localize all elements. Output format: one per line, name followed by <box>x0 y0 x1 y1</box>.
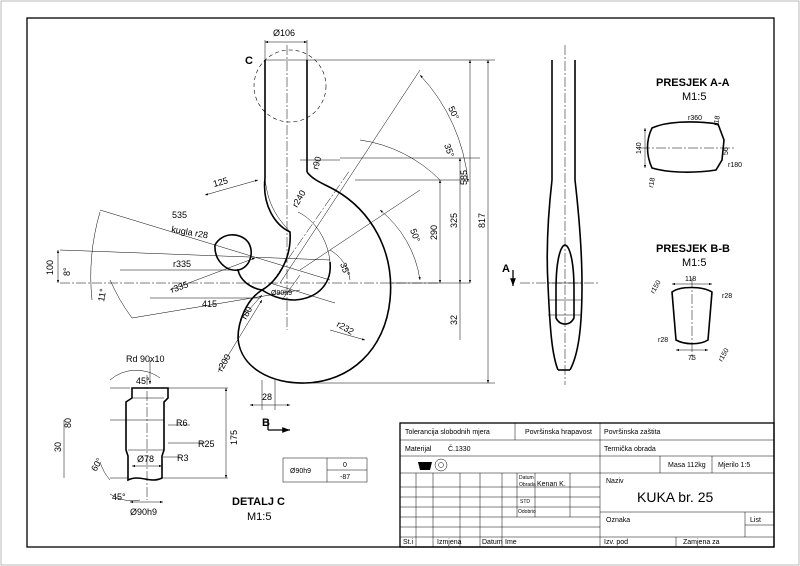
dim-r335a: r335 <box>173 259 191 269</box>
tb-izmjena: Izmjena <box>437 539 462 546</box>
angle-8: 8° <box>62 267 72 276</box>
tb-materijal-label: Materijal <box>405 446 432 453</box>
detail-c-circle <box>253 49 327 123</box>
detail-r3: R3 <box>177 453 189 463</box>
detail-dim-175: 175 <box>229 430 239 445</box>
angle-11: 11° <box>96 287 108 302</box>
dim-290: 290 <box>429 225 439 240</box>
aa-dim-r360: r360 <box>688 115 702 122</box>
detail-r25: R25 <box>198 439 215 449</box>
detail-dim-30: 30 <box>53 442 63 452</box>
section-bb-scale: M1:5 <box>682 257 706 269</box>
section-bb-title: PRESJEK B-B <box>656 243 730 255</box>
aa-dim-r18b: r18 <box>648 177 657 188</box>
detail-r6: R6 <box>176 418 188 428</box>
aa-dim-140: 140 <box>636 142 643 154</box>
aa-dim-r180: r180 <box>728 162 742 169</box>
tb-masa: Masa 112kg <box>668 462 706 469</box>
section-aa: PRESJEK A-A M1:5 140 r360 r18 56 r180 r1… <box>636 77 742 188</box>
section-aa-scale: M1:5 <box>682 91 706 103</box>
dim-32: 32 <box>449 315 459 325</box>
detail-d78: Ø78 <box>137 454 154 464</box>
bb-dim-r28a: r28 <box>722 293 732 300</box>
detail-c: Rd 90x10 45° R6 R25 R3 Ø78 60° 45° Ø90h9… <box>53 354 285 523</box>
tol-lower: -87 <box>340 474 350 481</box>
tb-materijal-value: Č.1330 <box>448 444 471 453</box>
tb-termicka: Termička obrada <box>604 446 656 453</box>
tb-st-i: St.i <box>403 539 414 546</box>
bb-dim-118: 118 <box>685 276 696 283</box>
tb-naziv: Naziv <box>606 478 624 485</box>
angle-35a: 35° <box>442 142 456 159</box>
tb-zamjena: Zamjena za <box>683 539 720 546</box>
tb-odobrio: Odobrio <box>518 509 536 515</box>
dim-535: 535 <box>172 210 187 220</box>
detail-c-scale: M1:5 <box>247 511 271 523</box>
tb-datum2: Datum <box>482 539 503 546</box>
tol-fit: Ø90h9 <box>290 468 311 475</box>
tb-datum: Datum <box>519 475 534 481</box>
dim-100: 100 <box>45 260 55 275</box>
dim-125: 125 <box>212 175 229 189</box>
hook-side-view: A <box>502 45 600 385</box>
bb-dim-75: 75 <box>688 355 696 362</box>
tb-std: STD <box>520 499 530 505</box>
view-b-label: B <box>262 417 270 429</box>
aa-dim-r18a: r18 <box>713 115 722 126</box>
tb-list: List <box>750 517 761 524</box>
dim-817: 817 <box>477 213 487 228</box>
tb-obrada: Obrada <box>519 482 536 488</box>
angle-50b: 50° <box>408 227 422 244</box>
tb-zastita: Površinska zaštita <box>604 429 661 436</box>
detail-angle-45b: 45° <box>112 492 126 502</box>
tb-oznaka: Oznaka <box>606 517 630 524</box>
detail-c-title: DETALJ C <box>232 496 285 508</box>
dim-585: 585 <box>459 170 469 185</box>
tb-author: Kenan K. <box>537 481 566 488</box>
angle-35b: 35° <box>338 261 352 278</box>
dim-325: 325 <box>449 213 459 228</box>
tolerance-table: Ø90h9 0 -87 <box>282 457 368 483</box>
tb-mjerilo: Mjerilo 1:5 <box>718 462 750 469</box>
detail-rd-90x10: Rd 90x10 <box>126 354 165 364</box>
tb-ime: Ime <box>505 539 517 546</box>
dim-28: 28 <box>262 392 272 402</box>
aa-dim-56: 56 <box>723 147 730 155</box>
dim-415: 415 <box>202 299 217 309</box>
tb-hrapavost: Površinska hrapavost <box>525 429 592 436</box>
view-a-label: A <box>502 263 510 275</box>
detail-angle-45a: 45° <box>136 376 150 386</box>
detail-d90h9: Ø90h9 <box>130 507 157 517</box>
tb-part-name: KUKA br. 25 <box>637 489 713 505</box>
dim-d90h9-hook: Ø90h9 <box>271 290 292 297</box>
tol-upper: 0 <box>343 462 347 469</box>
dim-d106: Ø106 <box>273 28 295 38</box>
detail-dim-80: 80 <box>63 418 73 428</box>
dim-r90: r90 <box>310 155 323 170</box>
section-aa-title: PRESJEK A-A <box>656 77 730 89</box>
hook-front-view <box>56 40 495 433</box>
title-block: Tolerancija slobodnih mjera Površinska h… <box>399 422 775 548</box>
detail-c-label: C <box>245 55 253 67</box>
tb-izv-pod: Izv. pod <box>604 539 628 546</box>
tb-tolerancija: Tolerancija slobodnih mjera <box>405 429 490 436</box>
bb-dim-r28b: r28 <box>658 337 668 344</box>
